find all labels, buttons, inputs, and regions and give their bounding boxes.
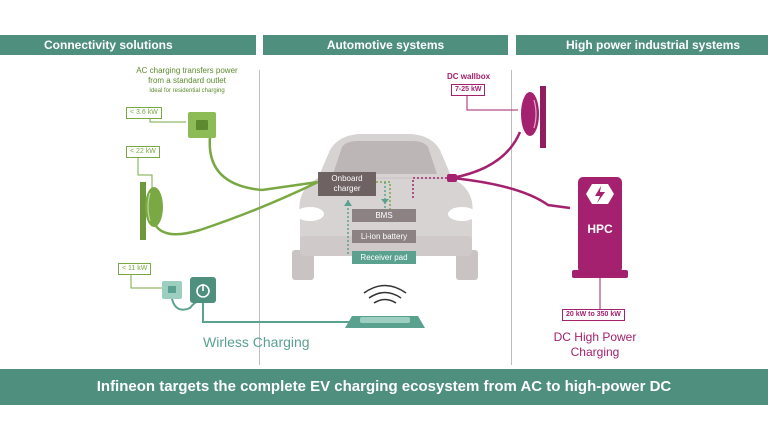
tag-ac-wallbox-power: < 22 kW (126, 146, 160, 158)
ac-wallbox-icon (140, 182, 163, 240)
tag-hpc-power: 20 kW to 350 kW (562, 309, 625, 321)
dc-hpc-caption-line1: DC High Power (553, 330, 637, 344)
dc-wallbox-label: DC wallbox (447, 72, 491, 81)
hpc-label: HPC (587, 222, 613, 236)
bms-box: BMS (352, 209, 416, 222)
footer-banner: Infineon targets the complete EV chargin… (0, 369, 768, 405)
header-connectivity-solutions: Connectivity solutions (0, 35, 256, 55)
dc-hpc-caption: DC High Power Charging (540, 330, 650, 360)
separator-right (511, 70, 512, 365)
wireless-waves-icon (373, 298, 397, 304)
receiver-pad-box: Receiver pad (352, 251, 416, 264)
onboard-charger-line1: Onboard (331, 174, 363, 183)
battery-box: Li-ion battery (352, 230, 416, 243)
tag-wireless-power: < 11 kW (118, 263, 152, 275)
hpc-station-icon (572, 177, 628, 278)
onboard-charger-line2: charger (333, 184, 361, 193)
header-automotive-systems: Automotive systems (263, 35, 508, 55)
ac-charging-note: AC charging transfers power from a stand… (112, 66, 262, 96)
ac-note-line1: AC charging transfers power (136, 66, 238, 75)
dc-wallbox-icon (521, 86, 546, 148)
tag-outlet-power: < 3.6 kW (126, 107, 162, 119)
dc-hpc-caption-line2: Charging (570, 345, 620, 359)
header-high-power-industrial: High power industrial systems (516, 35, 768, 55)
lightning-icon (595, 186, 605, 203)
ac-note-line3: Ideal for residential charging (149, 88, 225, 94)
onboard-charger-box: Onboard charger (318, 172, 376, 196)
tag-dc-wallbox-power: 7-25 kW (451, 84, 486, 96)
separator-left (259, 70, 260, 365)
ac-note-line2: from a standard outlet (148, 76, 226, 85)
wireless-charging-caption: Wirless Charging (203, 334, 310, 350)
